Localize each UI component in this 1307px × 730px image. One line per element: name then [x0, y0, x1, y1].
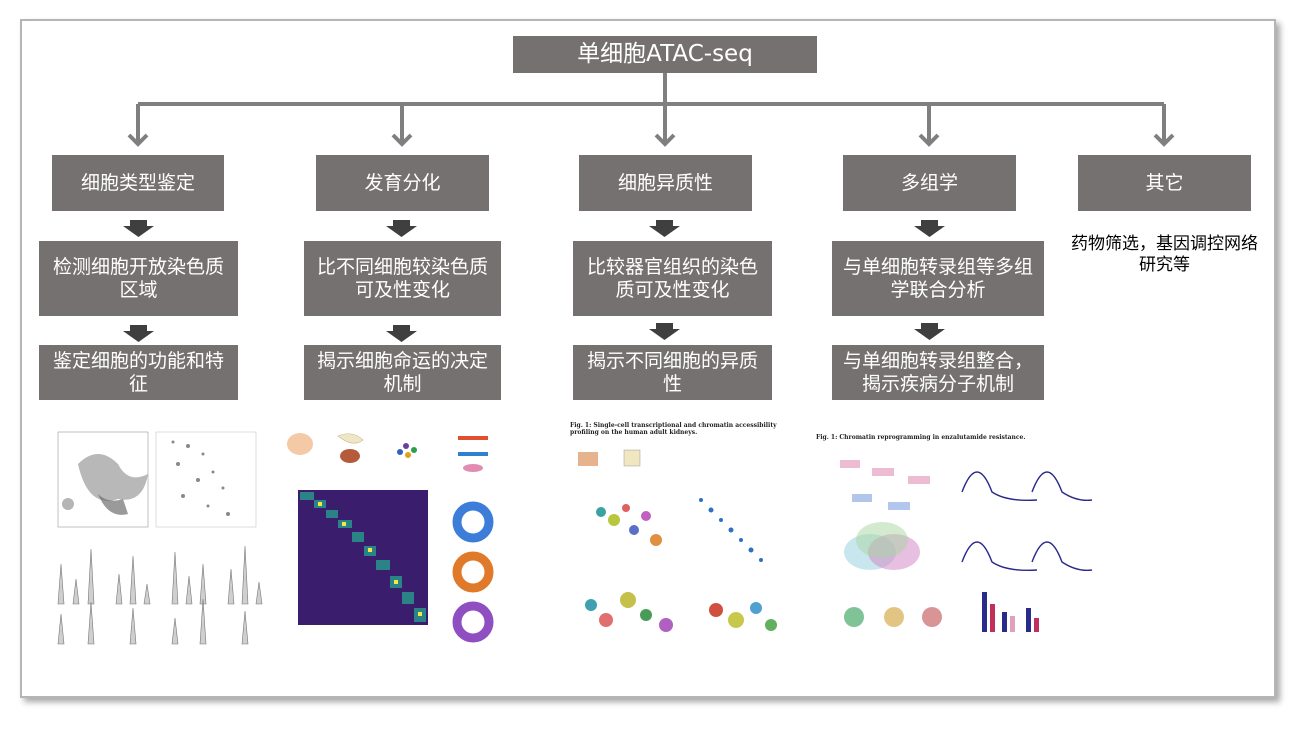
multiomics-figure: Fig. 1: Chromatin reprogramming in enzal…: [812, 432, 1100, 656]
step-multiomics-2: 与单细胞转录组整合，揭示疾病分子机制: [832, 345, 1044, 400]
category-development: 发育分化: [316, 155, 489, 211]
down-arrow-4a: [914, 220, 945, 237]
cell-type-figure-art: [57, 431, 263, 645]
category-heterogeneity: 细胞异质性: [579, 155, 752, 211]
category-cell-type: 细胞类型鉴定: [52, 155, 224, 211]
down-arrow-2a: [386, 220, 417, 237]
step-development-1: 比不同细胞较染色质可及性变化: [304, 241, 501, 316]
step-heterogeneity-1: 比较器官组织的染色质可及性变化: [573, 241, 772, 316]
down-arrow-4b: [914, 323, 945, 340]
step-heterogeneity-2: 揭示不同细胞的异质性: [573, 345, 772, 400]
multiomics-figure-caption: Fig. 1: Chromatin reprogramming in enzal…: [816, 434, 1026, 441]
down-arrow-1b: [123, 325, 154, 342]
step-development-2: 揭示细胞命运的决定机制: [304, 345, 501, 400]
down-arrow-1a: [123, 220, 154, 237]
development-figure: [278, 424, 532, 656]
heterogeneity-figure-art: [578, 449, 777, 632]
title-box: 单细胞ATAC-seq: [513, 36, 817, 73]
step-cell-type-1: 检测细胞开放染色质区域: [39, 241, 238, 316]
cell-type-figure: [38, 424, 270, 656]
step-multiomics-1: 与单细胞转录组等多组学联合分析: [832, 241, 1044, 316]
arrow-head-2: [391, 133, 413, 147]
arrow-head-4: [918, 133, 940, 147]
heterogeneity-figure: Fig. 1: Single-cell transcriptional and …: [566, 420, 798, 656]
down-arrow-3a: [649, 220, 680, 237]
category-multiomics: 多组学: [843, 155, 1016, 211]
arrow-head-3: [654, 133, 676, 147]
down-arrow-2b: [386, 325, 417, 342]
heterogeneity-figure-caption: Fig. 1: Single-cell transcriptional and …: [570, 422, 777, 436]
category-other: 其它: [1078, 155, 1251, 211]
multiomics-figure-art: [840, 460, 1093, 632]
down-arrow-3b: [649, 323, 680, 340]
development-figure-art: [287, 433, 494, 643]
arrow-head-5: [1153, 133, 1175, 147]
step-cell-type-2: 鉴定细胞的功能和特征: [39, 345, 238, 400]
arrow-head-1: [127, 133, 149, 147]
other-note: 药物筛选，基因调控网络研究等: [1071, 234, 1258, 275]
